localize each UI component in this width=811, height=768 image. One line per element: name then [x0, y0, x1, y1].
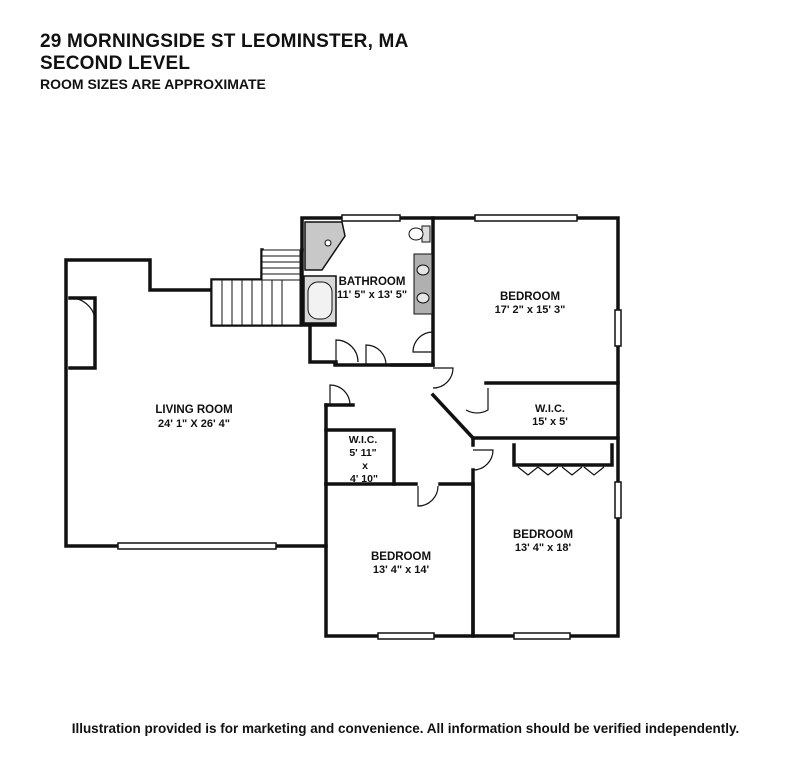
bedroom-3-size: 13' 4" x 18' — [515, 542, 572, 554]
vanity — [413, 253, 433, 315]
bedroom-1-size: 17' 2" x 15' 3" — [495, 304, 566, 316]
wic-2-size-2: x — [362, 460, 368, 472]
bathroom-size: 11' 5" x 13' 5" — [337, 289, 407, 301]
wic-2-size-3: 4' 10" — [350, 473, 378, 485]
bedroom-3-name: BEDROOM — [513, 529, 573, 541]
wic-2-name: W.I.C. — [349, 434, 378, 446]
windows — [117, 214, 622, 640]
bedroom-2-name: BEDROOM — [371, 551, 431, 563]
bathroom-inner-wall — [300, 248, 337, 327]
wic-2-wall — [324, 428, 396, 486]
level-title: SECOND LEVEL — [40, 53, 191, 74]
living-pocket — [68, 296, 97, 370]
bedroom-2-size: 13' 4" x 14' — [373, 564, 430, 576]
doors — [69, 297, 605, 507]
bathtub — [303, 275, 337, 324]
wic-1-name: W.I.C. — [535, 403, 565, 415]
diagonal-wall — [430, 392, 475, 447]
bedroom-3-closet — [512, 443, 614, 467]
bathroom-name: BATHROOM — [339, 276, 406, 288]
size-note: ROOM SIZES ARE APPROXIMATE — [40, 76, 266, 92]
toilet — [408, 225, 431, 243]
bath-closet-wall — [308, 323, 338, 364]
stairs — [211, 249, 301, 326]
living-room-name: LIVING ROOM — [155, 404, 232, 416]
wic-1-wall — [471, 381, 620, 440]
disclaimer: Illustration provided is for marketing a… — [71, 721, 740, 736]
bedroom-2-wall — [324, 482, 475, 638]
address-title: 29 MORNINGSIDE ST LEOMINSTER, MA — [40, 31, 409, 52]
shower — [304, 221, 346, 271]
bedroom-1-name: BEDROOM — [500, 291, 560, 303]
plan-header: 29 MORNINGSIDE ST LEOMINSTER, MA SECOND … — [40, 32, 409, 91]
wic-2-size-1: 5' 11" — [349, 447, 376, 459]
wic-1-size: 15' x 5' — [532, 416, 568, 428]
living-room-size: 24' 1" X 26' 4" — [158, 418, 230, 430]
